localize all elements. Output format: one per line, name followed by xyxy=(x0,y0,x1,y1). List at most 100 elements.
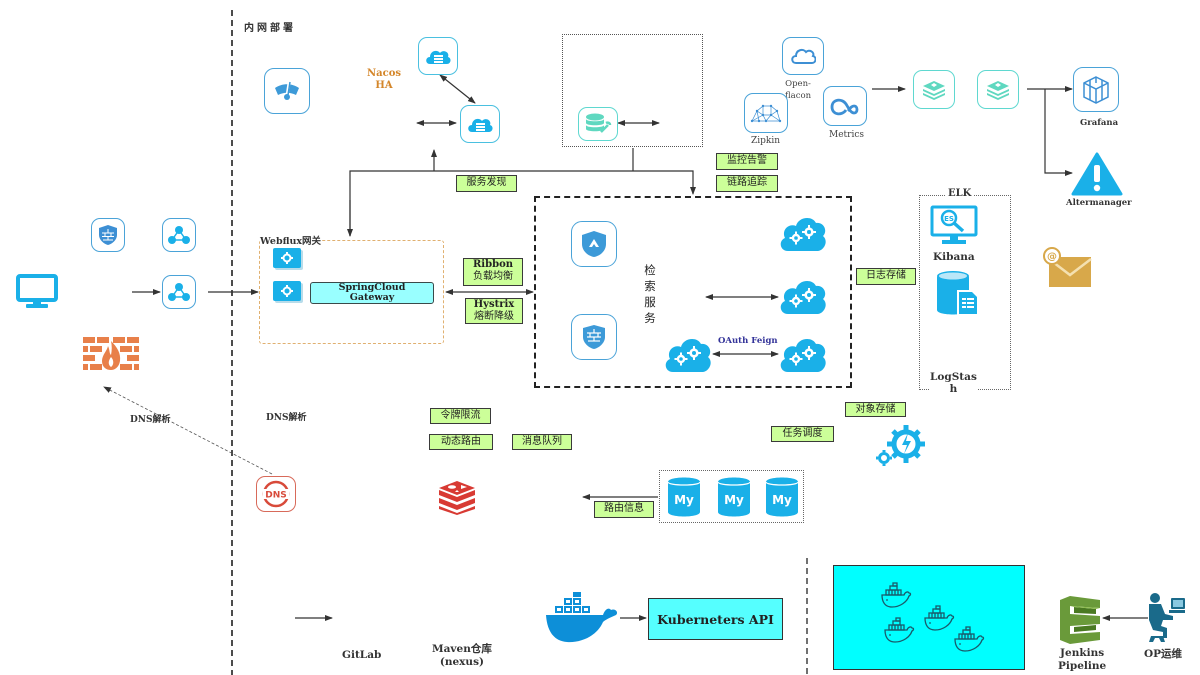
webflux-gateway-group xyxy=(259,240,444,344)
firewall-icon[interactable] xyxy=(83,337,139,375)
tag-service-discovery: 服务发现 xyxy=(456,175,517,192)
metrics-label: Metrics xyxy=(829,130,864,140)
microservice-4-cloud-gear-icon[interactable] xyxy=(778,334,828,378)
logstash-db-icon[interactable] xyxy=(935,270,981,322)
jenkins-label: Jenkins Pipeline xyxy=(1058,647,1106,673)
tag-route-info: 路由信息 xyxy=(594,501,654,518)
nacos-node-1-icon[interactable] xyxy=(418,37,458,75)
mysql-node-3-icon[interactable]: My xyxy=(764,476,800,522)
svg-text:ES: ES xyxy=(944,215,954,223)
nacos-node-2-icon[interactable] xyxy=(460,105,500,143)
email-alert-icon[interactable]: @ xyxy=(1043,247,1093,293)
service-title-char: 服 xyxy=(644,295,656,309)
altermanager-warning-icon[interactable] xyxy=(1071,152,1123,200)
message-queue-2-icon[interactable] xyxy=(977,70,1019,109)
altermanager-label: Altermanager xyxy=(1066,198,1132,208)
maven-label: Maven仓库 (nexus) xyxy=(432,643,492,669)
docker-whale-icon[interactable] xyxy=(545,592,619,648)
config-center-group xyxy=(562,34,703,147)
client-monitor-icon[interactable] xyxy=(16,274,58,314)
hystrix-line2: 熔断降级 xyxy=(474,311,514,322)
service-title-char: 索 xyxy=(644,279,656,293)
webflux-gateway-label: Webflux网关 xyxy=(260,233,322,247)
gateway-box-line1: SpringCloud xyxy=(338,282,406,293)
tag-log-storage: 日志存储 xyxy=(856,268,916,285)
microservice-3-cloud-gear-icon[interactable] xyxy=(663,334,713,378)
service-firewall-icon[interactable] xyxy=(571,314,617,360)
metrics-icon[interactable] xyxy=(823,86,867,126)
service-title-char: 检 xyxy=(644,263,656,277)
task-scheduler-gear-icon[interactable] xyxy=(874,422,926,472)
logstash-label-line1: LogStas xyxy=(930,371,977,383)
search-service-title: 检 索 服 务 xyxy=(643,262,657,326)
redis-icon[interactable] xyxy=(437,479,477,519)
elk-label: ELK xyxy=(946,188,974,199)
microservice-1-cloud-gear-icon[interactable] xyxy=(778,213,828,257)
jenkins-label-line2: Pipeline xyxy=(1058,660,1107,672)
mysql-cluster-group xyxy=(659,470,804,523)
openfalcon-label-line1: Open- xyxy=(785,79,811,89)
mysql-node-label: My xyxy=(674,493,694,507)
grafana-label: Grafana xyxy=(1080,118,1119,128)
springcloud-gateway-box[interactable]: SpringCloud Gateway xyxy=(310,282,434,304)
gateway-box-line2: Gateway xyxy=(349,292,395,303)
op-engineer-icon[interactable] xyxy=(1145,592,1187,648)
kubernetes-api-label: Kuberneters API xyxy=(657,611,774,627)
gateway-instance-1-icon[interactable] xyxy=(273,248,301,268)
tag-token-rate-limit: 令牌限流 xyxy=(430,408,491,424)
intranet-zone-label: 内网部署 xyxy=(244,23,296,34)
maven-label-line2: (nexus) xyxy=(439,656,484,668)
container-3-icon xyxy=(923,605,955,635)
message-queue-1-icon[interactable] xyxy=(913,70,955,109)
logstash-label-line2: h xyxy=(930,383,977,395)
dns-resolve-label-inner: DNS解析 xyxy=(266,413,307,423)
jenkins-pipeline-icon[interactable] xyxy=(1060,594,1104,650)
op-label: OP运维 xyxy=(1144,648,1183,660)
tag-dynamic-route: 动态路由 xyxy=(429,434,493,450)
search-services-group xyxy=(534,196,852,388)
svg-text:@: @ xyxy=(1047,252,1057,263)
logstash-label: LogStas h xyxy=(930,371,977,395)
grafana-icon[interactable] xyxy=(1073,67,1119,112)
nacos-label-line1: Nacos xyxy=(366,68,401,79)
kubernetes-api-box[interactable]: Kuberneters API xyxy=(648,598,783,640)
ribbon-line2: 负载均衡 xyxy=(473,271,513,282)
tag-monitor-alert: 监控告警 xyxy=(716,153,778,170)
nacos-ha-label: Nacos HA xyxy=(364,68,404,92)
dashboard-gauge-icon[interactable] xyxy=(264,68,310,114)
zipkin-label: Zipkin xyxy=(751,136,781,146)
oauth-feign-label: OAuth Feign xyxy=(718,336,778,346)
openfalcon-icon[interactable] xyxy=(782,37,824,75)
mysql-node-label: My xyxy=(772,493,792,507)
container-1-icon xyxy=(880,582,912,612)
gateway-instance-2-icon[interactable] xyxy=(273,281,301,301)
config-db-tool-icon[interactable] xyxy=(578,107,618,141)
waf-shield-icon[interactable] xyxy=(91,218,125,252)
tag-hystrix: Hystrix 熔断降级 xyxy=(465,298,523,324)
tag-ribbon: Ribbon 负载均衡 xyxy=(463,258,523,286)
auth-shield-icon[interactable] xyxy=(571,221,617,267)
zipkin-icon[interactable] xyxy=(744,93,788,133)
dns-resolve-label-left: DNS解析 xyxy=(130,415,171,425)
dns-icon[interactable]: DNS xyxy=(256,476,296,512)
container-4-icon xyxy=(953,626,985,656)
maven-label-line1: Maven仓库 xyxy=(432,643,492,655)
nacos-label-line2: HA xyxy=(375,80,393,91)
microservice-2-cloud-gear-icon[interactable] xyxy=(778,276,828,320)
container-2-icon xyxy=(883,617,915,647)
svg-text:DNS: DNS xyxy=(265,491,287,501)
gitlab-label: GitLab xyxy=(342,649,382,661)
service-title-char: 务 xyxy=(644,311,656,325)
kibana-es-icon[interactable]: ES xyxy=(930,205,978,251)
tag-message-queue: 消息队列 xyxy=(512,434,572,450)
openfalcon-label-line2: flacon xyxy=(785,91,812,101)
load-balancer-main-icon[interactable] xyxy=(162,275,196,309)
tag-object-storage: 对象存储 xyxy=(845,402,906,417)
tag-task-schedule: 任务调度 xyxy=(771,426,834,442)
jenkins-label-line1: Jenkins xyxy=(1060,647,1105,659)
load-balancer-icon[interactable] xyxy=(162,218,196,252)
mysql-node-1-icon[interactable]: My xyxy=(666,476,702,522)
mysql-node-2-icon[interactable]: My xyxy=(716,476,752,522)
hystrix-line1: Hystrix xyxy=(473,299,515,310)
